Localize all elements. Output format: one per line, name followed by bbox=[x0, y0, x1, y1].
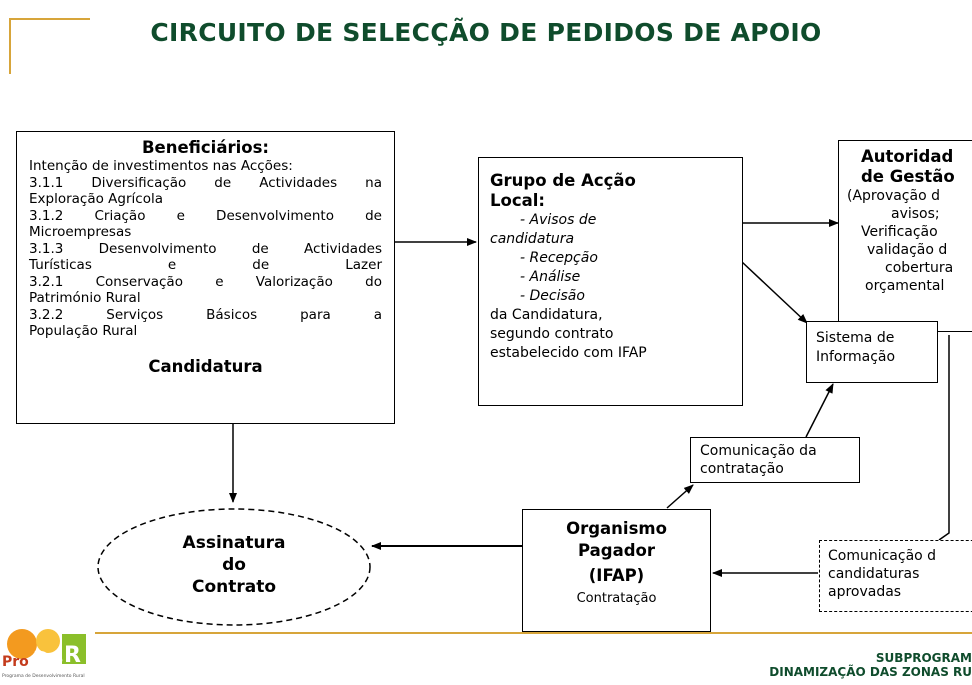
beneficiarios-line: População Rural bbox=[29, 323, 138, 339]
assinatura-label: Assinatura do Contrato bbox=[98, 532, 370, 598]
autoridade-line: (Aprovação d bbox=[847, 188, 940, 204]
comunicacao-contratacao-line1: Comunicação da bbox=[700, 443, 817, 459]
assinatura-line3: Contrato bbox=[191, 577, 277, 597]
beneficiarios-box: Beneficiários: Intenção de investimentos… bbox=[16, 131, 395, 424]
autoridade-line: Verificação bbox=[861, 224, 938, 240]
comunicacao-contratacao-line2: contratação bbox=[700, 461, 784, 477]
footer-line2: DINAMIZAÇÃO DAS ZONAS RU bbox=[769, 665, 972, 679]
aprovadas-line1: Comunicação d bbox=[828, 548, 937, 564]
gal-step: - Decisão bbox=[520, 288, 585, 304]
gal-tail: da Candidatura, bbox=[490, 307, 603, 323]
gal-tail: segundo contrato bbox=[490, 326, 614, 342]
gal-step: candidatura bbox=[490, 231, 575, 247]
beneficiarios-line: 3.2.2 Serviços Básicos para a bbox=[29, 306, 382, 323]
proder-logo-mark: Pro De R Programa de Desenvolvimento Rur… bbox=[2, 629, 86, 679]
connector-autoridade-to-aprovadas bbox=[938, 335, 950, 541]
proder-logo: Pro De R Programa de Desenvolvimento Rur… bbox=[0, 626, 92, 681]
svg-text:R: R bbox=[64, 643, 81, 668]
beneficiarios-line: 3.1.2 Criação e Desenvolvimento de bbox=[29, 207, 382, 224]
organismo-line4: Contratação bbox=[576, 591, 657, 606]
organismo-line1: Organismo bbox=[566, 519, 667, 538]
assinatura-line1: Assinatura bbox=[182, 533, 286, 553]
page-title: CIRCUITO DE SELECÇÃO DE PEDIDOS DE APOIO bbox=[150, 18, 822, 47]
autoridade-line: avisos; bbox=[891, 206, 940, 222]
beneficiarios-line: Microempresas bbox=[29, 224, 132, 240]
sistema-informacao-box: Sistema de Informação bbox=[806, 321, 938, 383]
comunicacao-contratacao-box: Comunicação da contratação bbox=[690, 437, 860, 483]
organismo-pagador-box: Organismo Pagador (IFAP) Contratação bbox=[522, 509, 711, 632]
assinatura-ellipse bbox=[97, 508, 371, 626]
beneficiarios-line: Património Rural bbox=[29, 290, 141, 306]
autoridade-line: validação d bbox=[867, 242, 948, 258]
footer-subprogram: SUBPROGRAM DINAMIZAÇÃO DAS ZONAS RU bbox=[769, 651, 972, 679]
arrow-comunicacao-to-sistema bbox=[805, 383, 834, 438]
organismo-line3: (IFAP) bbox=[588, 566, 645, 585]
autoridade-box: Autoridad de Gestão (Aprovação d avisos;… bbox=[838, 140, 972, 332]
beneficiarios-line: 3.2.1 Conservação e Valorização do bbox=[29, 273, 382, 290]
assinatura-line2: do bbox=[222, 555, 246, 575]
beneficiarios-line: Exploração Agrícola bbox=[29, 191, 163, 207]
beneficiarios-intro: Intenção de investimentos nas Acções: bbox=[29, 158, 293, 174]
autoridade-heading-line1: Autoridad bbox=[861, 147, 954, 166]
beneficiarios-line: 3.1.1 Diversificação de Actividades na bbox=[29, 174, 382, 191]
svg-text:Pro: Pro bbox=[2, 654, 29, 670]
gal-heading-line1: Grupo de Acção bbox=[490, 171, 636, 190]
footer-divider bbox=[95, 632, 972, 634]
autoridade-line: orçamental bbox=[865, 278, 945, 294]
gal-heading-line2: Local: bbox=[490, 191, 546, 210]
svg-text:De: De bbox=[33, 647, 63, 671]
gal-tail: estabelecido com IFAP bbox=[490, 345, 647, 361]
gal-box: Grupo de Acção Local: - Avisos de candid… bbox=[478, 157, 743, 406]
sistema-line1: Sistema de bbox=[816, 330, 895, 346]
beneficiarios-line: Turísticas e de Lazer bbox=[29, 257, 382, 273]
aprovadas-line3: aprovadas bbox=[828, 584, 902, 600]
gal-step: - Avisos de bbox=[520, 212, 597, 228]
organismo-line2: Pagador bbox=[577, 541, 655, 560]
footer-line1: SUBPROGRAM bbox=[875, 651, 972, 665]
beneficiarios-line: 3.1.3 Desenvolvimento de Actividades bbox=[29, 240, 382, 257]
arrow-organismo-to-comunicacao bbox=[666, 484, 694, 509]
arrow-gal-to-sistema bbox=[741, 261, 808, 324]
title-accent-line bbox=[10, 18, 90, 20]
svg-text:Programa de Desenvolvimento Ru: Programa de Desenvolvimento Rural bbox=[2, 673, 85, 679]
autoridade-line: cobertura bbox=[885, 260, 954, 276]
title-accent-bar bbox=[9, 18, 11, 74]
comunicacao-aprovadas-box: Comunicação d candidaturas aprovadas bbox=[819, 540, 972, 612]
gal-step: - Recepção bbox=[520, 250, 598, 266]
sistema-line2: Informação bbox=[816, 349, 896, 365]
gal-step: - Análise bbox=[520, 269, 581, 285]
beneficiarios-footer: Candidatura bbox=[148, 356, 263, 376]
aprovadas-line2: candidaturas bbox=[828, 566, 920, 582]
beneficiarios-heading: Beneficiários: bbox=[141, 138, 270, 157]
autoridade-heading-line2: de Gestão bbox=[861, 167, 955, 186]
